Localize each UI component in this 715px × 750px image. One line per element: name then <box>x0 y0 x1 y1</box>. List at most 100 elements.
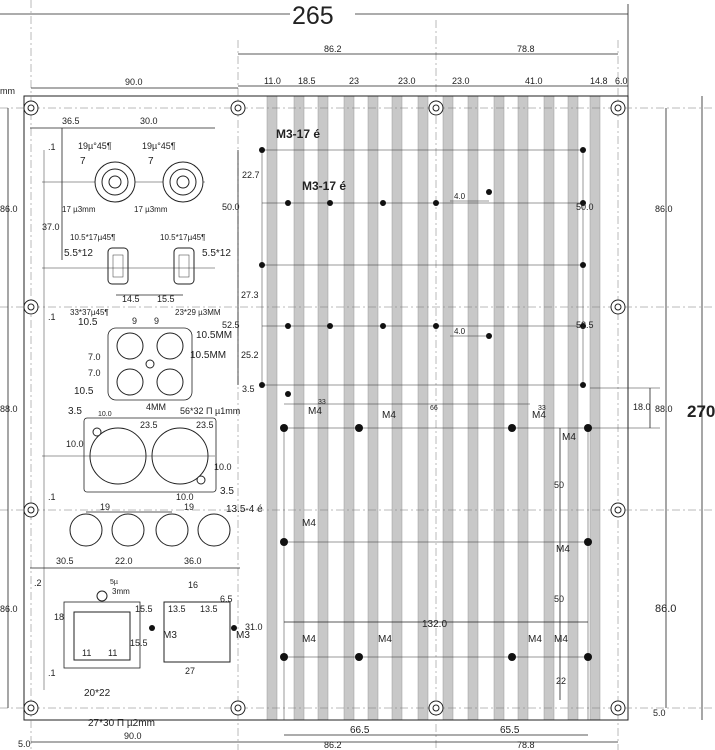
large-10d: 10.0 <box>176 492 194 502</box>
slot-note-left: 10.5*17µ45¶ <box>70 233 115 242</box>
dim-right-86: 86.0 <box>655 204 673 214</box>
cluster-10-5b: 10.5 <box>74 386 94 397</box>
dim-dot1b: .1 <box>48 312 56 322</box>
m4-b: M4 <box>382 410 396 421</box>
bottom-13-5b: 13.5 <box>200 604 218 614</box>
plate-outline <box>23 95 629 721</box>
gap-14-5: 14.5 <box>122 294 140 304</box>
dim-30: 30.0 <box>140 116 158 126</box>
dim-36-5: 36.5 <box>62 116 80 126</box>
dim-left-86: 86.0 <box>0 204 18 214</box>
mounting-holes <box>23 100 626 716</box>
bottom-6-5: 6.5 <box>220 594 233 604</box>
m4-a: M4 <box>308 406 322 417</box>
dim-right-88: 88.0 <box>655 404 673 414</box>
jack-size-right: 7 <box>148 156 154 167</box>
v-25-2: 25.2 <box>241 350 259 360</box>
m3-grid: M3-17 é M3-17 é 22.7 50.0 27.3 52.5 25.2… <box>222 127 594 397</box>
dim-right-5: 5.0 <box>653 708 666 718</box>
dim-30-5: 30.5 <box>56 556 74 566</box>
bottom-13-5a: 13.5 <box>168 604 186 614</box>
left-dimensions: 86.0 88.0 86.0 36.5 30.0 37.0 .1 .1 .1 .… <box>0 108 240 708</box>
dim-dot2: .2 <box>34 578 42 588</box>
bottom-m3a: M3 <box>163 630 177 641</box>
m4-g: M4 <box>302 634 316 645</box>
bottom-15-5a: 15.5 <box>135 604 153 614</box>
bottom-11a: 11 <box>82 648 91 658</box>
jack-size-left: 7 <box>80 156 86 167</box>
v-50: 50.0 <box>222 202 240 212</box>
v-3-5: 3.5 <box>242 384 255 394</box>
large-holes: 3.5 10.0 56*32 Π µ1mm 23.5 23.5 10.0 10.… <box>42 406 240 502</box>
dim-dot1a: .1 <box>48 142 56 152</box>
dim-bottom-5: 5.0 <box>18 739 31 749</box>
large-3-5a: 3.5 <box>68 406 82 417</box>
dim-top-mm: mm <box>0 86 15 96</box>
h-33b: 33 <box>538 405 546 412</box>
cluster-7a: 7.0 <box>88 352 101 362</box>
slot-size-left: 5.5*12 <box>64 248 93 259</box>
overall-height: 270 <box>687 402 715 421</box>
v-50b: 50 <box>554 594 564 604</box>
r-50: 50.0 <box>576 202 594 212</box>
bottom-18: 18 <box>54 612 64 622</box>
large-note: 56*32 Π µ1mm <box>180 406 240 416</box>
dim-top-86-2: 86.2 <box>324 44 342 54</box>
m4-h: M4 <box>378 634 392 645</box>
cluster-9b: 9 <box>154 316 159 326</box>
small-holes-row: 19 19 13.5-4 é <box>69 502 263 547</box>
jack-note-right: 19µ°45¶ <box>142 141 176 151</box>
m4-i: M4 <box>528 634 542 645</box>
overall-width: 265 <box>292 2 334 30</box>
slot-holes: 10.5*17µ45¶ 10.5*17µ45¶ 5.5*12 5.5*12 14… <box>42 233 231 304</box>
large-10a: 10.0 <box>98 411 112 418</box>
dim-left-86b: 86.0 <box>0 604 18 614</box>
jack-note-left: 19µ°45¶ <box>78 141 112 151</box>
h-33a: 33 <box>318 399 326 406</box>
dim-left-88: 88.0 <box>0 404 18 414</box>
cluster-4mm: 4MM <box>146 402 166 412</box>
cluster-10-5mm: 10.5MM <box>196 330 232 341</box>
right-dimensions: 270 86.0 88.0 86.0 18.0 5.0 <box>590 96 715 720</box>
m3-17-a: M3-17 é <box>276 127 320 141</box>
row-19a: 19 <box>100 502 110 512</box>
r-52-5: 52.5 <box>576 320 594 330</box>
bottom-3mm: 3mm <box>112 587 130 596</box>
gap-15-5: 15.5 <box>157 294 175 304</box>
bottom-27: 27 <box>185 666 195 676</box>
m4-d: M4 <box>562 432 576 443</box>
dim-65-5: 65.5 <box>500 725 520 736</box>
jack-hole-left: 17 µ3mm <box>62 205 96 214</box>
dim-top-90: 90.0 <box>125 77 143 87</box>
dim-66-5: 66.5 <box>350 725 370 736</box>
w-4a: 4.0 <box>454 192 466 201</box>
dim-bottom-78-8: 78.8 <box>517 740 535 750</box>
row-19b: 19 <box>184 502 194 512</box>
v-27-3: 27.3 <box>241 290 259 300</box>
top-dimensions: 265 86.2 78.8 90.0 mm 11.0 18.5 23 23.0 … <box>0 2 629 96</box>
bottom-31: 31.0 <box>245 622 263 632</box>
m4-j: M4 <box>554 634 568 645</box>
bottom-20x22: 20*22 <box>84 688 111 699</box>
dim-seg-6: 6.0 <box>615 76 628 86</box>
dim-right-86b: 86.0 <box>655 603 676 615</box>
bottom-27x30: 27*30 Π µ2mm <box>88 718 155 729</box>
w-4b: 4.0 <box>454 327 466 336</box>
dim-22: 22.0 <box>115 556 133 566</box>
dim-dot1c: .1 <box>48 492 56 502</box>
dim-seg-18-5: 18.5 <box>298 76 316 86</box>
dim-seg-23b: 23.0 <box>398 76 416 86</box>
h-132: 132.0 <box>422 619 447 630</box>
cluster-10-5a: 10.5 <box>78 317 98 328</box>
large-3-5b: 3.5 <box>220 486 234 497</box>
bottom-11b: 11 <box>108 648 117 658</box>
v-52-5: 52.5 <box>222 320 240 330</box>
m3-17-b: M3-17 é <box>302 179 346 193</box>
large-23-5a: 23.5 <box>140 420 158 430</box>
v-50a: 50 <box>554 480 564 490</box>
cluster-note: 33*37µ45¶ <box>70 308 109 317</box>
jack-hole-right: 17 µ3mm <box>134 205 168 214</box>
cluster-9a: 9 <box>132 316 137 326</box>
dim-right-18: 18.0 <box>633 402 651 412</box>
